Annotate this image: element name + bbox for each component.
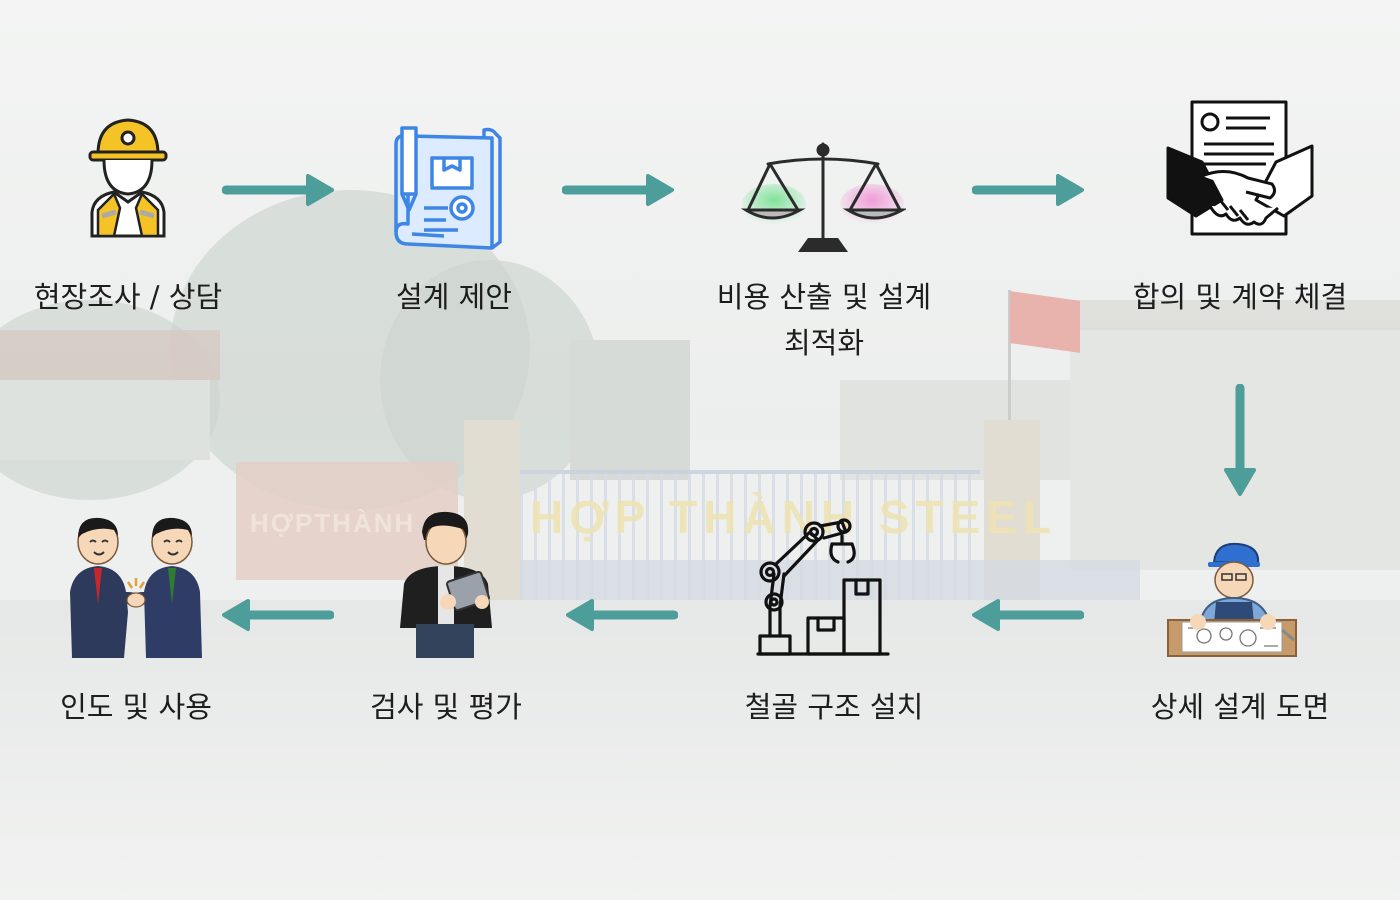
step-label: 검사 및 평가 (370, 690, 522, 724)
inspector-tablet-icon (400, 511, 492, 658)
arrow-left-icon (972, 599, 1084, 631)
gate-sign-text: HỢP THÀNH STEEL (530, 491, 1058, 543)
arrow-right-icon (562, 174, 674, 206)
step-label: 비용 산출 및 설계 최적화 (674, 274, 974, 366)
arrow-right-icon (972, 174, 1084, 206)
step-label: 현장조사 / 상담 (33, 280, 223, 314)
arrow-right-icon (222, 174, 334, 206)
blueprint-icon (394, 126, 502, 250)
arrow-down-icon (1224, 384, 1256, 496)
robot-arm-icon (756, 518, 890, 656)
step-label: 인도 및 사용 (60, 690, 212, 724)
arrow-left-icon (566, 599, 678, 631)
engineer-drawing-icon (1167, 542, 1297, 657)
step-label: 철골 구조 설치 (744, 690, 924, 724)
step-label: 합의 및 계약 체결 (1132, 280, 1348, 314)
worker-helmet-icon (88, 118, 168, 238)
businessmen-handshake-icon (70, 517, 202, 658)
step-label-line-2: 최적화 (783, 326, 865, 360)
arrow-left-icon (222, 599, 334, 631)
step-label-line-1: 비용 산출 및 설계 (716, 280, 932, 314)
step-label: 상세 설계 도면 (1150, 690, 1330, 724)
step-label: 설계 제안 (396, 280, 512, 314)
balance-scale-icon (740, 142, 906, 252)
handshake-contract-icon (1166, 100, 1314, 236)
factory-sign-text: HỢPTHÀNH (250, 508, 416, 538)
